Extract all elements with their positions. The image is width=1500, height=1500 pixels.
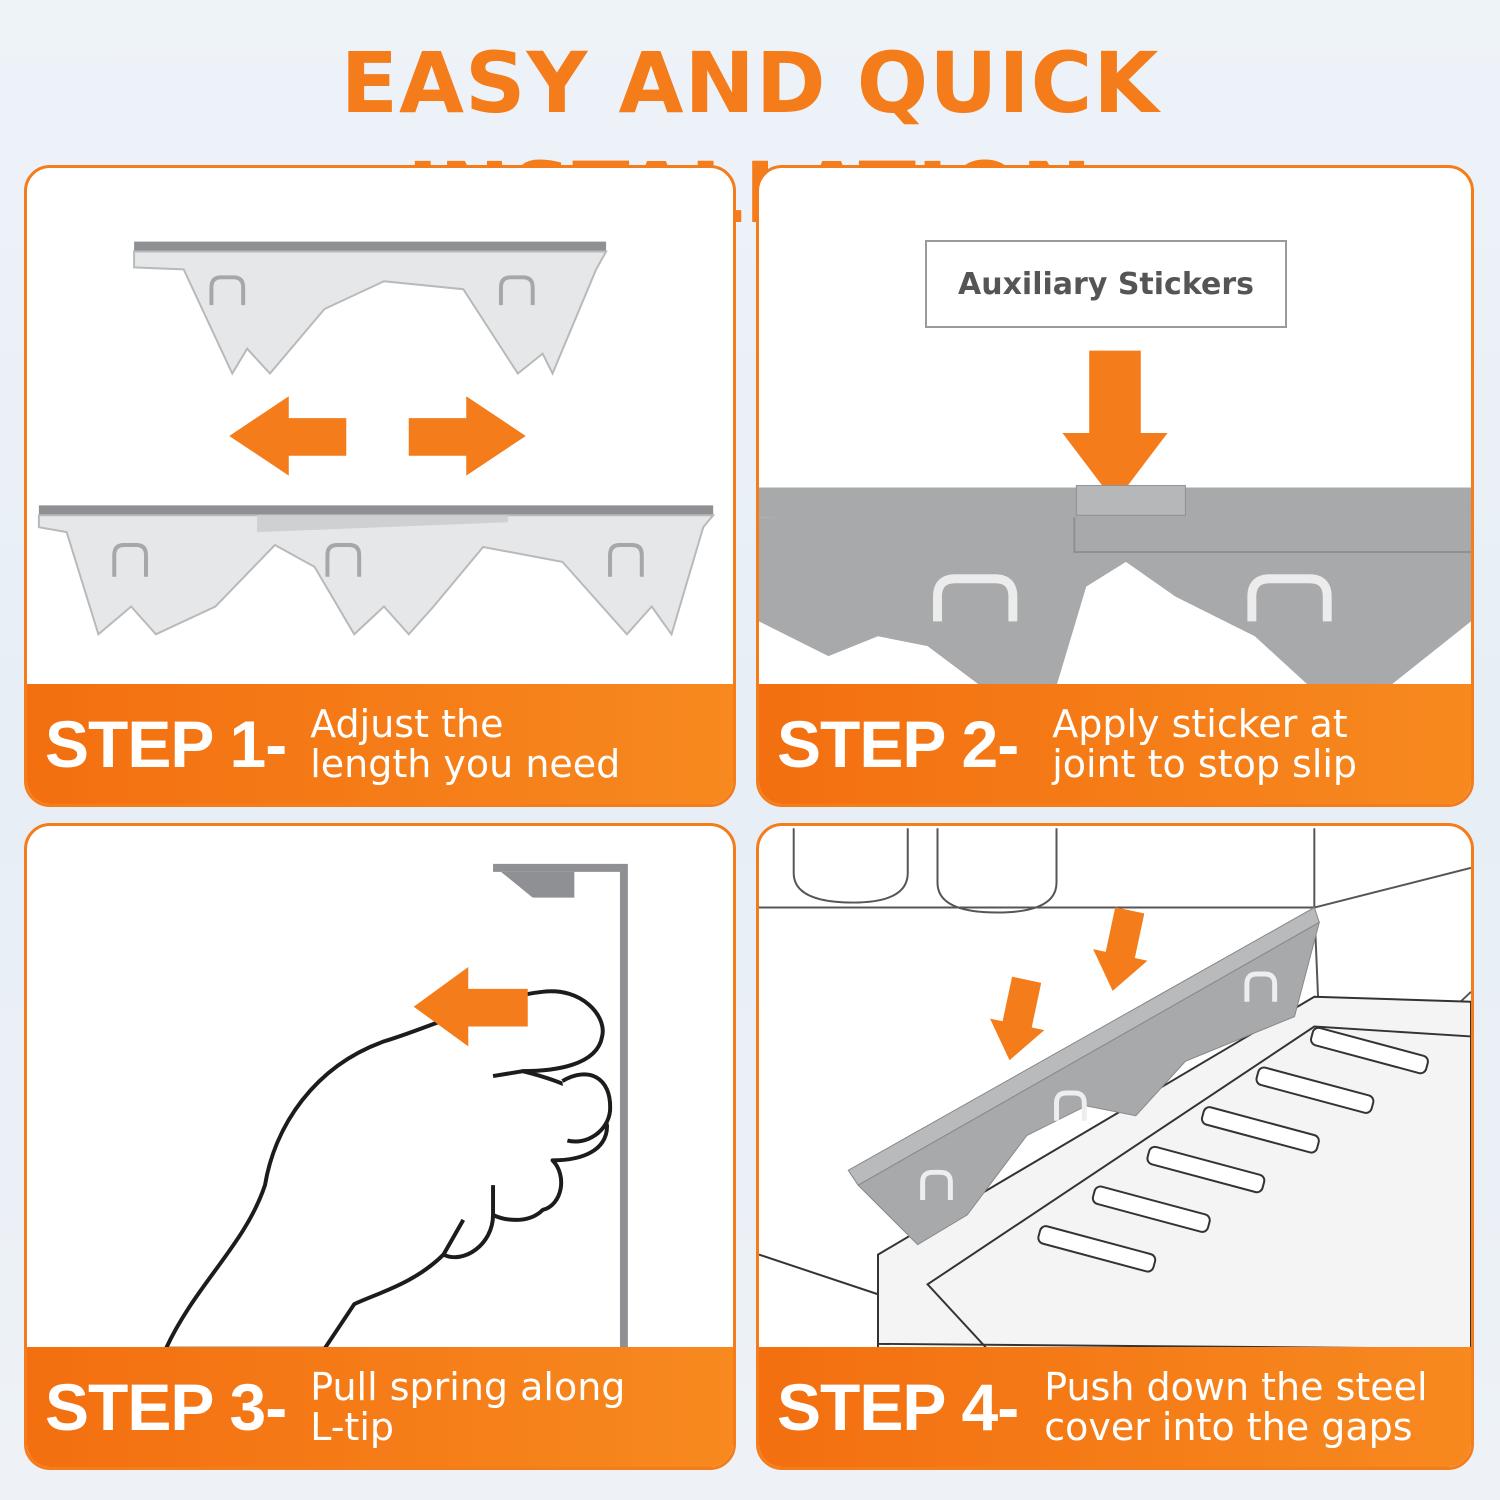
step-1-description: Adjust the length you need [310, 704, 620, 784]
step-2-line-2: joint to stop slip [1052, 742, 1358, 786]
arrow-down-right-icon [1093, 907, 1148, 991]
step-2-line-1: Apply sticker at [1052, 702, 1348, 746]
steel-strip-closeup [759, 485, 1471, 691]
arrow-right-icon [408, 396, 526, 476]
arrow-down-left-icon [990, 976, 1045, 1061]
step-4-description: Push down the steel cover into the gaps [1044, 1367, 1427, 1447]
step-4-panel: STEP 4- Push down the steel cover into t… [756, 823, 1474, 1470]
step-3-banner: STEP 3- Pull spring along L-tip [27, 1347, 733, 1467]
step-2-banner: STEP 2- Apply sticker at joint to stop s… [759, 684, 1471, 804]
step-1-panel: STEP 1- Adjust the length you need [24, 165, 736, 807]
hand-icon [163, 989, 613, 1351]
step-2-description: Apply sticker at joint to stop slip [1052, 704, 1357, 784]
step-3-line-2: L-tip [310, 1405, 395, 1449]
sticker-joint-illustration [759, 350, 1471, 691]
l-tip-bracket [493, 863, 628, 1349]
steel-cover-strip [847, 906, 1321, 1246]
arrow-left-icon [229, 396, 347, 476]
arrow-down-icon [1062, 350, 1168, 503]
step-1-label: STEP 1- [45, 707, 287, 781]
step-3-panel: STEP 3- Pull spring along L-tip [24, 823, 736, 1470]
step-3-line-1: Pull spring along [310, 1365, 626, 1409]
strip-extended [37, 505, 716, 637]
step-4-banner: STEP 4- Push down the steel cover into t… [759, 1347, 1471, 1467]
stove-cooktop [759, 995, 1471, 1350]
hand-pulling-spring-illustration [163, 863, 628, 1351]
step-4-label: STEP 4- [777, 1370, 1019, 1444]
step-4-line-1: Push down the steel [1044, 1365, 1428, 1409]
auxiliary-stickers-callout: Auxiliary Stickers [925, 240, 1287, 328]
step-2-panel: Auxiliary Stickers STEP 2- Apply sticker… [756, 165, 1474, 807]
step-3-description: Pull spring along L-tip [310, 1367, 625, 1447]
step-1-line-1: Adjust the [310, 702, 504, 746]
stove-installation-illustration [759, 828, 1471, 1350]
adjustable-strip-illustration [37, 241, 716, 637]
step-1-line-2: length you need [310, 742, 621, 786]
step-1-banner: STEP 1- Adjust the length you need [27, 684, 733, 804]
strip-single [133, 241, 608, 376]
step-3-label: STEP 3- [45, 1370, 287, 1444]
step-2-label: STEP 2- [777, 707, 1019, 781]
step-4-line-2: cover into the gaps [1044, 1405, 1413, 1449]
